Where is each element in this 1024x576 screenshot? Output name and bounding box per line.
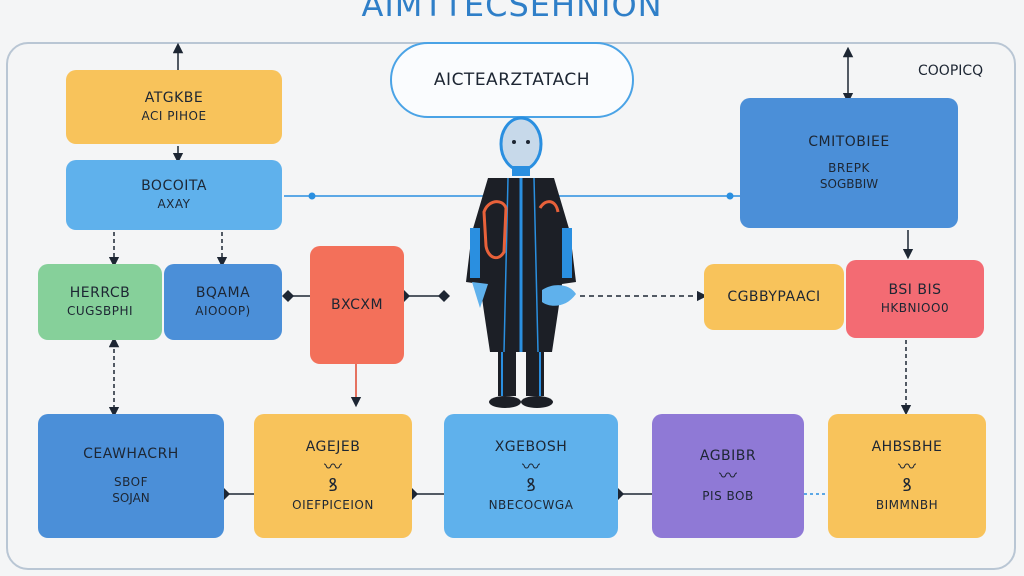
box-bottom-4: AGBIBR 〰 PIS BOB	[652, 414, 804, 538]
center-pill: AICTEARZTATACH	[390, 42, 634, 118]
box-bottom-2: AGEJEB 〰ꝸ OIEFPICEION	[254, 414, 412, 538]
box-text: ACI PIHOE	[141, 109, 207, 124]
box-text: BOCOITA	[141, 178, 207, 195]
box-text: AGBIBR	[699, 448, 757, 465]
box-text: BREPK	[828, 161, 870, 176]
connector-dot-right	[726, 192, 734, 200]
connector-dot-left	[308, 192, 316, 200]
squiggle-icon: 〰ꝸ	[522, 457, 540, 497]
box-text: BXCXM	[330, 296, 384, 313]
box-text: ATGKBE	[144, 90, 204, 107]
top-right-label: COOPICQ	[918, 63, 984, 79]
box-text: AHBSBHE	[871, 439, 943, 456]
box-text: AIOOOP)	[195, 304, 251, 319]
box-text: NBECOCWGA	[488, 498, 574, 513]
box-text: PIS BOB	[702, 489, 754, 504]
box-text: CMITOBIEE	[808, 134, 890, 151]
box-center-red: BXCXM	[310, 246, 404, 364]
box-text: HKBNIOO0	[880, 301, 950, 316]
squiggle-icon: 〰ꝸ	[898, 457, 916, 497]
box-text: SBOF	[114, 475, 148, 490]
box-bottom-5: AHBSBHE 〰ꝸ BIMMNBH	[828, 414, 986, 538]
box-text: CGBBYPAACI	[727, 288, 821, 305]
box-top-left-blue: BOCOITA AXAY	[66, 160, 282, 230]
squiggle-icon: 〰ꝸ	[324, 457, 342, 497]
box-text: OIEFPICEION	[292, 498, 374, 513]
box-text: BIMMNBH	[875, 498, 939, 513]
robot-figure-icon	[466, 116, 576, 408]
diagram-title: AIMTTECSEHNION	[361, 0, 663, 24]
squiggle-icon: 〰	[719, 466, 737, 488]
box-text: CEAWHACRH	[83, 446, 179, 463]
box-mid-left-green: HERRCB CUGSBPHI	[38, 264, 162, 340]
box-text: SOGBBIW	[819, 177, 879, 192]
box-mid-right-pink: BSI BIS HKBNIOO0	[846, 260, 984, 338]
box-text: AGEJEB	[305, 439, 361, 456]
box-top-right-blue: CMITOBIEE BREPK SOGBBIW	[740, 98, 958, 228]
box-text: BSI BIS	[888, 282, 942, 299]
box-bottom-1: CEAWHACRH SBOF SOJAN	[38, 414, 224, 538]
box-bottom-3: XGEBOSH 〰ꝸ NBECOCWGA	[444, 414, 618, 538]
box-text: CUGSBPHI	[66, 304, 134, 319]
box-top-left-orange: ATGKBE ACI PIHOE	[66, 70, 282, 144]
box-mid-right-orange: CGBBYPAACI	[704, 264, 844, 330]
box-text: AXAY	[157, 197, 191, 212]
box-text: SOJAN	[112, 491, 150, 506]
box-mid-left-blue: BQAMA AIOOOP)	[164, 264, 282, 340]
box-text: BQAMA	[195, 285, 251, 302]
box-text: HERRCB	[69, 285, 131, 302]
box-text: XGEBOSH	[494, 439, 568, 456]
